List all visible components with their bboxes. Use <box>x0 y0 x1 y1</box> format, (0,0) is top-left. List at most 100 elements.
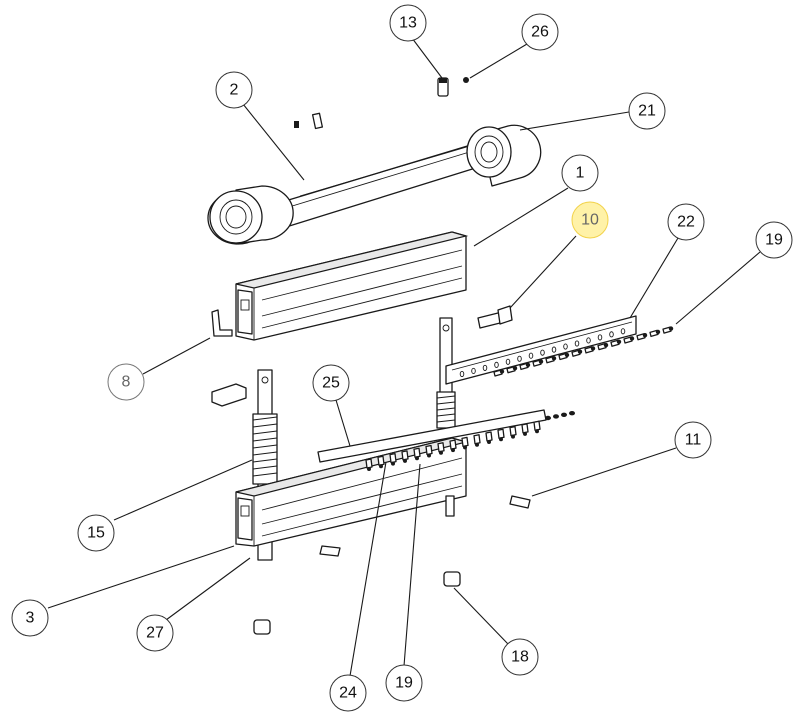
tine-lower <box>521 423 529 434</box>
tine-lower-tip <box>403 458 407 463</box>
balloon-27-circle <box>136 614 174 652</box>
balloon-21-label: 21 <box>638 103 656 120</box>
rake-hole <box>505 358 511 365</box>
rake-hole <box>597 334 603 341</box>
extrusion-1-groove-c <box>261 277 463 329</box>
balloon-19-lower-circle <box>385 664 423 702</box>
tine-upper-tip <box>564 352 570 358</box>
right-post-hole <box>442 324 450 332</box>
shaft-body <box>261 143 483 233</box>
tine-upper-tip <box>499 369 505 374</box>
balloon-18: 18 <box>501 638 539 676</box>
tine-lower <box>425 444 433 456</box>
bushing-27 <box>253 619 271 635</box>
shaft-groove-line <box>299 145 471 197</box>
balloon-11: 11 <box>674 421 712 459</box>
rake-hole <box>551 346 557 353</box>
balloon-2: 2 <box>215 71 253 109</box>
tine-upper-tip <box>629 336 635 341</box>
balloon-13: 13 <box>389 4 427 42</box>
tine-upper-tip <box>512 366 518 371</box>
nut-lower <box>545 415 551 421</box>
tine-lower-tip <box>439 450 443 455</box>
tine-lower-tip <box>427 453 431 458</box>
tine-upper-tip <box>603 342 609 348</box>
right-roller-bore <box>474 135 504 169</box>
tine-lower <box>437 442 445 453</box>
extrusion-1-profile-slot <box>240 299 250 311</box>
tine-upper-tip <box>525 362 531 368</box>
balloon-22-label: 22 <box>677 214 695 231</box>
balloon-10-label: 10 <box>581 212 599 229</box>
tines-19-upper <box>493 326 674 377</box>
balloon-11-circle <box>674 421 712 459</box>
extrusion-rail-1 <box>235 231 469 341</box>
tine-upper-tip <box>642 333 648 338</box>
tine-upper-tip <box>577 349 583 354</box>
rake-hole <box>482 364 488 371</box>
left-post-hole <box>261 376 269 384</box>
left-spring-coils <box>252 416 278 477</box>
rake-hole <box>517 355 522 362</box>
balloon-8: 8 <box>107 363 145 401</box>
extrusion-1-groove-a <box>261 249 463 301</box>
right-roller-inner <box>480 141 498 163</box>
balloon-10: 10 <box>571 201 609 239</box>
rake-bar-25-body <box>317 409 547 463</box>
balloon-19-lower: 19 <box>385 664 423 702</box>
balloon-25-circle <box>312 364 350 402</box>
balloon-18-label: 18 <box>511 649 529 666</box>
tine-lower-tip <box>367 467 371 471</box>
balloon-2-label: 2 <box>230 82 239 99</box>
leader-25 <box>335 399 351 447</box>
leader-3 <box>47 545 235 609</box>
balloon-19-upper-label: 19 <box>765 232 783 249</box>
balloon-13-label: 13 <box>399 15 417 32</box>
extrusion-3-groove-b <box>261 473 463 525</box>
balloon-2-circle <box>215 71 253 109</box>
tine-lower-tip <box>415 456 419 461</box>
balloon-1: 1 <box>561 154 599 192</box>
hook-pin-8 <box>211 309 233 337</box>
rake-hole <box>574 340 580 347</box>
balloon-25: 25 <box>312 364 350 402</box>
callout-balloons: 13 26 2 21 1 10 22 19 8 25 11 15 3 27 18… <box>11 4 793 712</box>
tine-lower-tip <box>451 448 455 453</box>
nut-lower <box>569 411 575 416</box>
tine-lower-tip <box>475 442 479 447</box>
balloon-3-circle <box>11 599 49 637</box>
tine-lower-tip <box>391 461 395 466</box>
balloon-8-circle <box>107 363 145 401</box>
bolt-10 <box>477 305 513 329</box>
balloon-24-circle <box>329 674 367 712</box>
leader-18 <box>453 587 509 645</box>
rake-hole <box>459 370 465 378</box>
leader-22 <box>629 237 679 319</box>
balloon-26-label: 26 <box>531 24 549 41</box>
balloon-15: 15 <box>77 514 115 552</box>
tine-lower-tip <box>463 445 467 450</box>
leader-19a <box>675 251 761 325</box>
tine-upper-tip <box>551 356 557 361</box>
tine-lower <box>533 420 541 431</box>
left-roller-bore <box>219 199 253 235</box>
right-roller-face <box>466 126 512 178</box>
balloon-3-label: 3 <box>26 610 35 627</box>
balloon-19-upper: 19 <box>755 221 793 259</box>
tine-lower <box>485 431 493 442</box>
nut-26 <box>463 77 469 83</box>
rake-hole <box>528 352 534 359</box>
tine-lower-tip <box>379 464 383 469</box>
extrusion-1-groove-b <box>261 265 463 317</box>
tines-19-lower <box>365 411 575 471</box>
tine-lower <box>461 436 469 448</box>
tine-lower <box>449 439 457 450</box>
tine-lower <box>365 458 373 469</box>
tine-lower <box>497 428 505 439</box>
rake-hole <box>586 337 591 344</box>
balloon-24-label: 24 <box>339 685 357 702</box>
balloon-8-label: 8 <box>122 374 131 391</box>
leader-13 <box>411 37 443 79</box>
